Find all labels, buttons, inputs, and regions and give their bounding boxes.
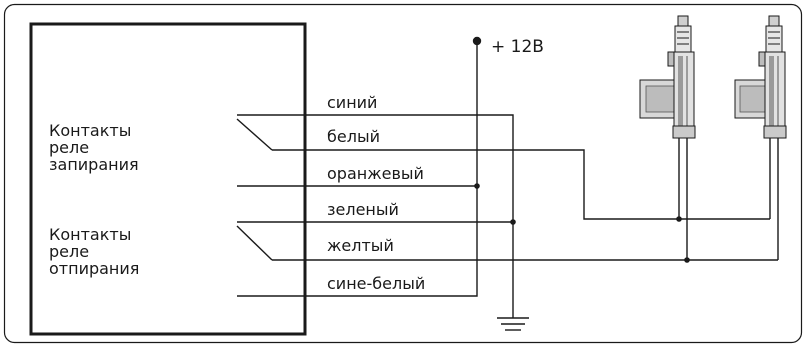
power-terminal-dot xyxy=(472,36,482,46)
relay-unlock-label: Контакты реле отпирания xyxy=(49,225,139,278)
contact-switch-lock xyxy=(236,118,273,151)
door-actuator-2 xyxy=(734,15,787,139)
outer-frame xyxy=(3,3,803,344)
power-label: + 12В xyxy=(491,37,544,57)
wire-label-yellow: желтый xyxy=(327,236,394,255)
junction-orange xyxy=(474,183,480,189)
wire-label-blue: синий xyxy=(327,93,377,112)
junction-green xyxy=(510,219,516,225)
relay-lock-line1: Контакты xyxy=(49,121,131,140)
wire-label-green: зеленый xyxy=(327,200,399,219)
contact-switch-unlock xyxy=(236,225,273,261)
wire-white xyxy=(305,149,679,220)
junction-white-1 xyxy=(676,216,682,222)
relay-lock-label: Контакты реле запирания xyxy=(49,121,139,174)
wire-label-orange: оранжевый xyxy=(327,164,424,183)
relay-unlock-line3: отпирания xyxy=(49,259,139,278)
relay-lock-line3: запирания xyxy=(49,155,139,174)
wire-label-white: белый xyxy=(327,127,380,146)
door-actuator-1 xyxy=(639,15,696,139)
wire-label-bluewhite: сине-белый xyxy=(327,274,425,293)
relay-unlock-line1: Контакты xyxy=(49,225,131,244)
relay-unlock-line2: реле xyxy=(49,242,89,261)
relay-block xyxy=(29,22,307,336)
wire-bluewhite xyxy=(305,186,478,297)
relay-lock-line2: реле xyxy=(49,138,89,157)
wire-blue xyxy=(305,114,514,222)
junction-yellow-1 xyxy=(684,257,690,263)
